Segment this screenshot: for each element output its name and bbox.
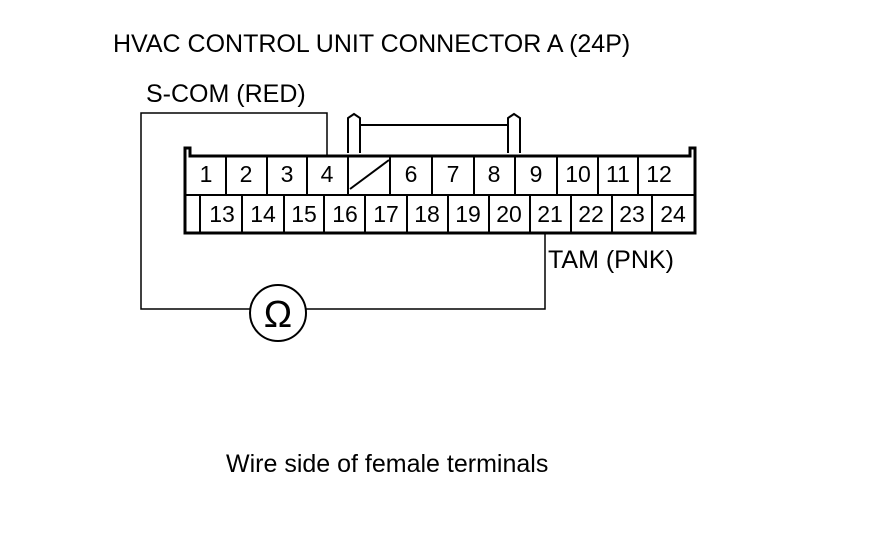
pin-17: 17 — [373, 201, 399, 227]
pin-8: 8 — [488, 161, 501, 187]
connector-body — [183, 146, 697, 235]
pin-19: 19 — [455, 201, 481, 227]
pin-13: 13 — [209, 201, 235, 227]
pin-10: 10 — [565, 161, 591, 187]
pin-21: 21 — [537, 201, 563, 227]
pin-1: 1 — [200, 161, 213, 187]
diagram-title: HVAC CONTROL UNIT CONNECTOR A (24P) — [113, 30, 630, 58]
connector-lock-tab — [347, 112, 521, 153]
pin-14: 14 — [250, 201, 276, 227]
pin-24: 24 — [660, 201, 686, 227]
pin-12: 12 — [646, 161, 672, 187]
pin-9: 9 — [530, 161, 543, 187]
pin-15: 15 — [291, 201, 317, 227]
pin-7: 7 — [447, 161, 460, 187]
s-com-label: S-COM (RED) — [146, 80, 306, 108]
pin-16: 16 — [332, 201, 358, 227]
pin-dividers — [225, 156, 653, 233]
pin-2: 2 — [240, 161, 253, 187]
pin-22: 22 — [578, 201, 604, 227]
pin-11: 11 — [606, 161, 630, 187]
pin-20: 20 — [496, 201, 522, 227]
tam-label: TAM (PNK) — [548, 246, 674, 274]
pin-23: 23 — [619, 201, 645, 227]
pin-4: 4 — [321, 161, 334, 187]
pin-6: 6 — [405, 161, 418, 187]
ohmmeter-icon: Ω — [249, 284, 307, 342]
ohm-symbol: Ω — [264, 294, 292, 336]
pin-3: 3 — [281, 161, 294, 187]
blank-pin-slash — [349, 159, 390, 190]
pin-18: 18 — [414, 201, 440, 227]
test-wire — [140, 112, 546, 310]
diagram-caption: Wire side of female terminals — [226, 450, 548, 478]
